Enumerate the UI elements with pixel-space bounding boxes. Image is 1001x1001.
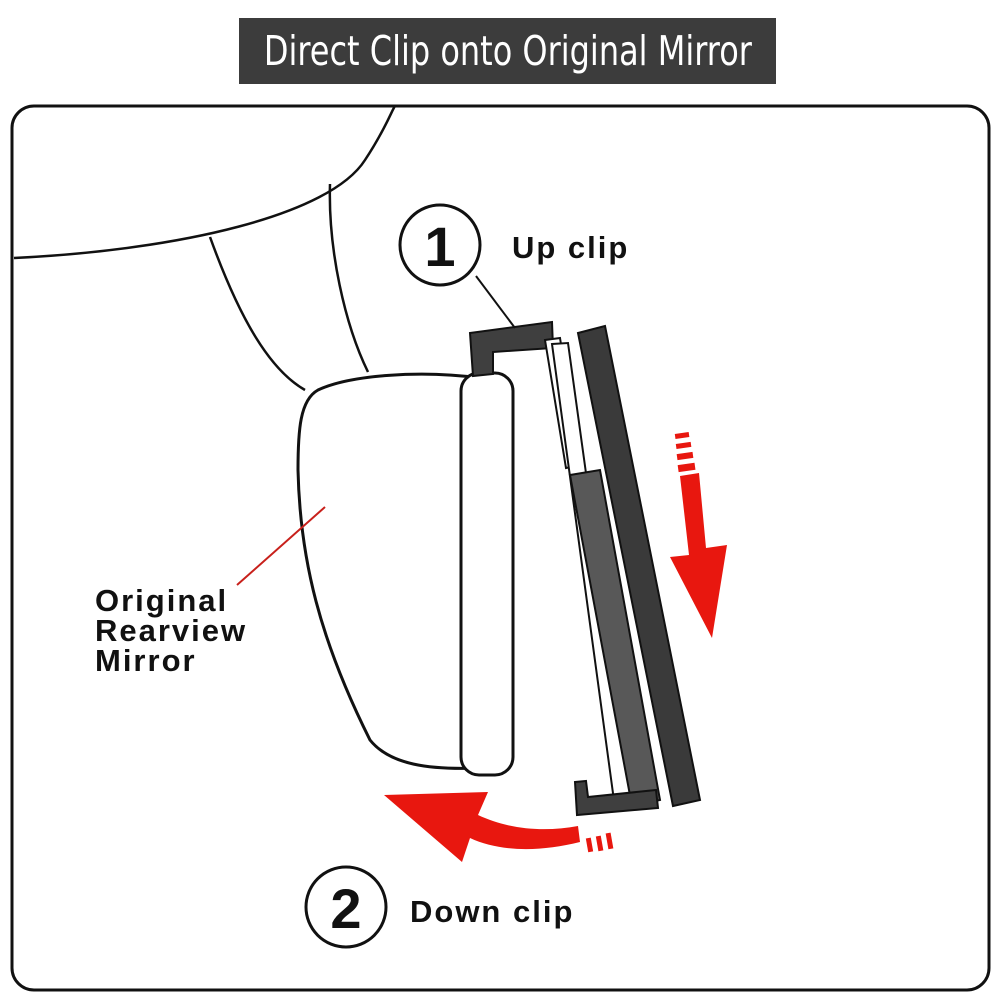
- mirror-label-line-1: Original: [95, 583, 228, 618]
- step-2-circle: [304, 865, 388, 949]
- up-clip-pointer-line: [475, 275, 516, 329]
- mirror-label-line-3: Mirror: [95, 643, 197, 678]
- down-arrow: [670, 432, 727, 638]
- new-mirror-panel: [576, 324, 702, 808]
- down-clip-arrow: [384, 792, 614, 862]
- down-clip-hook: [573, 779, 660, 817]
- up-clip-hook: [468, 320, 555, 378]
- step-1-number: 1: [424, 215, 455, 278]
- mirror-pointer-line: [236, 506, 326, 586]
- step-1-label: Up clip: [512, 230, 629, 265]
- original-mirror-body: [296, 372, 482, 770]
- title-text: Direct Clip onto Original Mirror: [263, 27, 752, 75]
- mirror-label-line-2: Rearview: [95, 613, 247, 648]
- step-2-number: 2: [330, 877, 361, 940]
- mirror-glass-edge: [459, 371, 515, 777]
- mount-right-line: [328, 183, 370, 373]
- title-banner: Direct Clip onto Original Mirror: [239, 18, 776, 84]
- step-1-circle: [398, 203, 482, 287]
- ceiling-outline: [13, 105, 397, 260]
- clip-lower-segment: [568, 468, 662, 808]
- step-2-label: Down clip: [410, 894, 574, 929]
- mount-left-line: [208, 236, 306, 392]
